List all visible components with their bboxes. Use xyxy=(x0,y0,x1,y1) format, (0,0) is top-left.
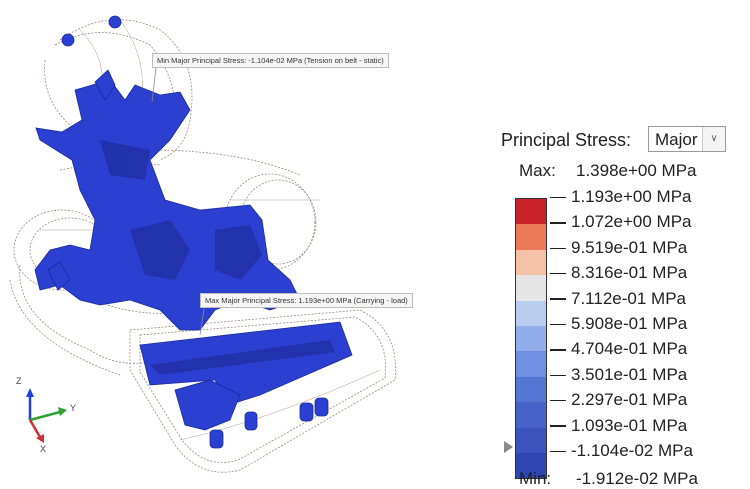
color-band xyxy=(516,376,546,403)
part-shading xyxy=(100,140,335,375)
legend-max-value: 1.398e+00 MPa xyxy=(576,161,697,180)
tick-dash xyxy=(550,272,566,275)
color-band xyxy=(516,402,546,428)
color-band xyxy=(516,275,546,301)
z-axis-label: Z xyxy=(16,376,22,386)
color-band-value: -1.104e-02 MPa xyxy=(571,441,693,460)
color-band xyxy=(516,452,546,479)
tick-dash xyxy=(550,349,566,351)
axis-triad xyxy=(26,388,67,443)
tick-dash xyxy=(550,196,566,199)
color-band-label: 1.193e+00 MPa xyxy=(550,187,692,207)
chevron-down-icon[interactable]: ∨ xyxy=(702,127,725,151)
color-band xyxy=(516,351,546,377)
color-band xyxy=(516,427,546,453)
color-band-label: -1.104e-02 MPa xyxy=(550,441,693,461)
color-band xyxy=(516,224,546,250)
tick-dash xyxy=(550,374,566,377)
legend-min-label: Min: xyxy=(519,469,552,488)
color-band-value: 8.316e-01 MPa xyxy=(571,263,688,283)
tick-dash xyxy=(550,425,566,427)
tick-dash xyxy=(550,399,566,402)
legend-max-label: Max: xyxy=(519,161,556,180)
color-band-value: 4.704e-01 MPa xyxy=(571,339,688,359)
color-scale-bar xyxy=(515,198,547,480)
color-band xyxy=(516,325,546,352)
tick-dash xyxy=(550,323,566,326)
stress-legend: Principal Stress: Major ∨ Max: 1.398e+00 … xyxy=(498,125,750,488)
stress-component-value: Major xyxy=(655,130,698,149)
color-band-value: 2.297e-01 MPa xyxy=(571,390,688,410)
color-band xyxy=(516,249,546,276)
color-band-value: 1.193e+00 MPa xyxy=(571,187,692,206)
y-axis-label: Y xyxy=(70,403,77,413)
color-band-label: 1.072e+00 MPa xyxy=(550,212,692,232)
color-band-value: 7.112e-01 MPa xyxy=(571,288,686,308)
color-band xyxy=(516,300,546,326)
current-value-marker-icon xyxy=(504,441,513,453)
color-band-value: 3.501e-01 MPa xyxy=(571,364,688,384)
seat-part xyxy=(34,15,353,449)
color-band xyxy=(516,199,546,225)
color-band-value: 9.519e-01 MPa xyxy=(571,237,688,257)
x-axis-label: X xyxy=(40,444,47,454)
color-band-value: 1.072e+00 MPa xyxy=(571,212,692,232)
color-band-label: 9.519e-01 MPa xyxy=(550,238,687,258)
color-band-label: 2.297e-01 MPa xyxy=(550,390,687,410)
model-viewport[interactable]: Min Major Principal Stress: -1.104e-02 M… xyxy=(0,0,490,488)
legend-max: Max: 1.398e+00 MPa xyxy=(519,161,697,181)
color-band-label: 4.704e-01 MPa xyxy=(550,339,687,359)
color-band-label: 8.316e-01 MPa xyxy=(550,263,687,283)
legend-min: Min: -1.912e-02 MPa xyxy=(519,469,698,489)
color-band-label: 1.093e-01 MPa xyxy=(550,416,687,436)
color-band-value: 5.908e-01 MPa xyxy=(571,314,688,333)
stress-model-render xyxy=(9,15,396,473)
stress-component-select[interactable]: Major ∨ xyxy=(648,126,726,152)
tick-dash xyxy=(550,450,566,453)
legend-title: Principal Stress: xyxy=(501,130,632,150)
tick-dash xyxy=(550,247,566,250)
callout-leaders xyxy=(151,67,206,336)
color-band-label: 3.501e-01 MPa xyxy=(550,365,687,385)
color-band-value: 1.093e-01 MPa xyxy=(571,415,688,435)
color-band-label: 5.908e-01 MPa xyxy=(550,314,687,334)
tick-dash xyxy=(550,298,566,300)
color-band-label: 7.112e-01 MPa xyxy=(550,289,686,309)
min-stress-callout: Min Major Principal Stress: -1.104e-02 M… xyxy=(152,53,389,68)
tick-dash xyxy=(550,222,566,224)
max-stress-callout: Max Major Principal Stress: 1.193e+00 MP… xyxy=(200,293,413,308)
legend-min-value: -1.912e-02 MPa xyxy=(576,469,698,488)
